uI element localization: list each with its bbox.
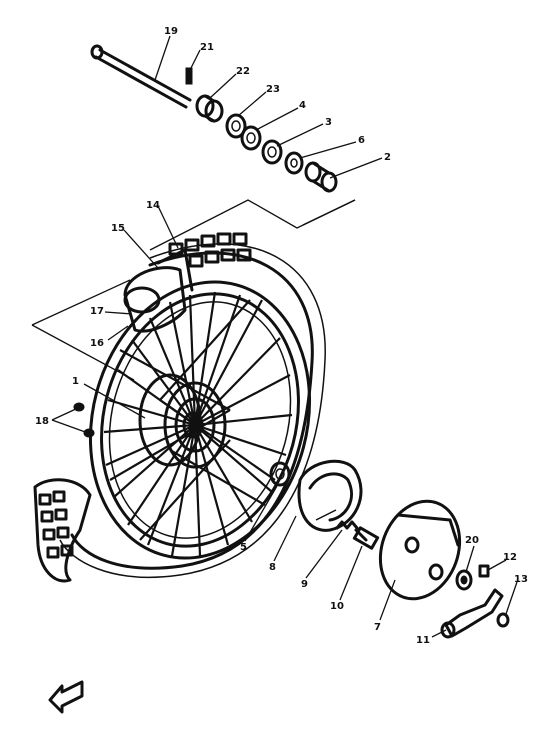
cam-lever-bolt	[478, 564, 490, 578]
brake-camshaft	[352, 526, 380, 550]
spokes	[103, 291, 293, 557]
brake-plate	[378, 499, 462, 601]
bearing-lower	[284, 151, 304, 175]
callout-7: 7	[374, 622, 381, 633]
leader-lines	[51, 35, 518, 638]
bearing-brake-side	[269, 461, 291, 487]
oil-seal	[225, 113, 247, 139]
callout-1: 1	[72, 376, 79, 387]
cotter-pin	[185, 67, 193, 85]
callout-labels: 19 21 22 23 4 3 6 2 14 15 17 16 1 18 5 8…	[35, 26, 528, 646]
cam-lever-nut	[496, 612, 510, 628]
collar	[195, 94, 224, 123]
callout-9: 9	[301, 579, 308, 590]
brake-shoe-set	[297, 459, 363, 532]
callout-12: 12	[503, 552, 517, 563]
callout-23: 23	[266, 84, 280, 95]
balance-weights	[73, 402, 95, 438]
callout-2: 2	[384, 152, 391, 163]
bearing-upper	[240, 125, 262, 151]
callout-10: 10	[330, 601, 344, 612]
tire	[59, 232, 326, 579]
front-direction-arrow-icon	[48, 680, 84, 714]
brake-spring	[335, 520, 359, 530]
axle	[90, 44, 192, 109]
callout-21: 21	[200, 42, 214, 53]
callout-3: 3	[325, 117, 332, 128]
washer	[455, 569, 473, 591]
callout-14: 14	[146, 200, 160, 211]
spacer-flange	[261, 139, 283, 165]
assembly-outline	[31, 199, 356, 381]
callout-15: 15	[111, 223, 125, 234]
callout-17: 17	[90, 306, 104, 317]
rim	[88, 280, 312, 560]
callout-22: 22	[236, 66, 250, 77]
callout-4: 4	[299, 100, 306, 111]
callout-13: 13	[514, 574, 528, 585]
callout-6: 6	[358, 135, 365, 146]
cam-lever	[440, 588, 504, 639]
callout-19: 19	[164, 26, 178, 37]
hub	[138, 373, 227, 469]
callout-16: 16	[90, 338, 104, 349]
tire-section-bottom	[33, 478, 92, 583]
callout-11: 11	[416, 635, 430, 646]
callout-8: 8	[269, 562, 276, 573]
callout-5: 5	[240, 542, 247, 553]
callout-18: 18	[35, 416, 49, 427]
axle-spacer	[304, 161, 338, 193]
callout-20: 20	[465, 535, 479, 546]
